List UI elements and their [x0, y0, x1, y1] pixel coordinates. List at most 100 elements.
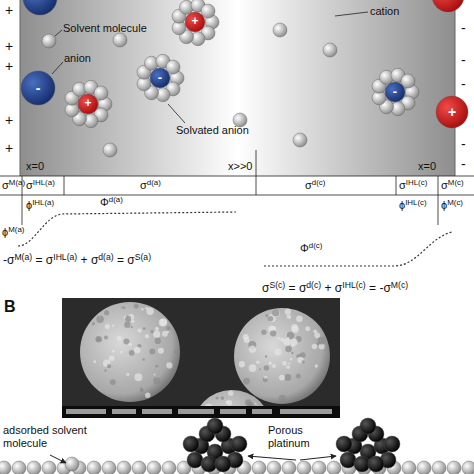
- sphere: [65, 457, 79, 471]
- electrode-charge-sign: -: [461, 52, 466, 68]
- sphere: [42, 34, 56, 48]
- sphere: [162, 461, 176, 474]
- electrode-charge-sign: +: [5, 2, 13, 18]
- charge-balance-equation: σS(c) = σd(c) + σIHL(c) = -σM(c): [262, 282, 408, 296]
- sphere: [207, 418, 223, 434]
- callout-label: adsorbed solvent molecule: [3, 424, 89, 449]
- sphere: [327, 461, 341, 474]
- sphere: [312, 461, 326, 474]
- sphere: [150, 68, 170, 88]
- sphere: [27, 461, 41, 474]
- electrode-charge-sign: +: [5, 112, 13, 128]
- ion-charge-sign: -: [36, 80, 41, 96]
- sphere: [42, 461, 56, 474]
- electrolyte: [20, 0, 455, 176]
- solvated-ion: [65, 80, 112, 127]
- solvated-ion: [137, 54, 184, 101]
- sphere: [23, 0, 57, 15]
- charge-symbol: σd(c): [305, 179, 325, 192]
- sphere: [102, 461, 116, 474]
- electrode-edge: [455, 0, 456, 176]
- electrode-charge-sign: -: [461, 76, 466, 92]
- porous-platinum-schematic: [0, 418, 474, 474]
- potential-symbol: ϕM(a): [2, 226, 24, 239]
- sphere: [21, 71, 55, 105]
- ion-charge-sign: -: [393, 85, 397, 100]
- electrode-charge-sign: +: [5, 38, 13, 54]
- sphere: [231, 436, 247, 452]
- sphere: [354, 456, 370, 472]
- ion-charge-sign: +: [84, 97, 91, 111]
- sphere: [385, 82, 405, 102]
- sphere: [215, 456, 231, 472]
- sphere: [113, 33, 127, 47]
- sphere: [187, 452, 203, 468]
- charge-symbol: σM(c): [441, 179, 464, 192]
- callout-label: Porous platinum: [268, 424, 328, 449]
- sphere: [360, 418, 376, 434]
- electrode-edge: [20, 0, 21, 176]
- potential-symbol: ϕIHL(a): [26, 199, 54, 212]
- sphere: [368, 456, 384, 472]
- callout-label: Solvent molecule: [63, 22, 147, 35]
- electrode-charge-sign: -: [461, 156, 466, 172]
- charge-symbol: σIHL(a): [26, 179, 55, 192]
- potential-curve: [264, 232, 452, 266]
- sphere: [267, 461, 281, 474]
- position-label: x>>0: [228, 160, 252, 173]
- electrode-charge-sign: -: [461, 20, 466, 36]
- sphere: [447, 461, 461, 474]
- sphere: [201, 456, 217, 472]
- sphere: [103, 143, 117, 157]
- potential-symbol: Φd(a): [100, 196, 123, 209]
- sphere: [252, 461, 266, 474]
- sphere: [384, 436, 400, 452]
- sphere: [87, 461, 101, 474]
- leader-lines: [52, 12, 368, 123]
- sphere: [336, 436, 352, 452]
- sphere: [297, 461, 311, 474]
- sphere: [273, 23, 287, 37]
- sphere: [340, 452, 356, 468]
- sphere: [117, 461, 131, 474]
- panel-letter: B: [4, 298, 16, 316]
- sphere: [185, 12, 205, 32]
- sphere: [132, 461, 146, 474]
- potential-symbol: ϕIHL(c): [399, 199, 427, 212]
- sphere: [462, 461, 474, 474]
- potential-symbol: Φd(c): [300, 242, 322, 255]
- sphere: [183, 436, 199, 452]
- electrode-charge-sign: -: [461, 136, 466, 152]
- sphere: [432, 0, 464, 12]
- sem-image: [62, 298, 340, 418]
- ion-charge-sign: +: [448, 104, 456, 120]
- solvated-ion: [372, 68, 419, 115]
- callout-label: cation: [370, 5, 399, 18]
- ion-charge-sign: +: [191, 15, 198, 29]
- charge-symbol: σM(a): [2, 179, 25, 192]
- position-label: x=0: [418, 160, 436, 173]
- charge-symbol: σd(a): [140, 179, 161, 192]
- sphere: [282, 461, 296, 474]
- sphere: [147, 461, 161, 474]
- charge-balance-equation: -σM(a) = σIHL(a) + σd(a) = σS(a): [3, 254, 151, 268]
- position-label: x=0: [26, 160, 44, 173]
- sphere: [323, 43, 337, 57]
- pointer-arrows: [50, 455, 336, 463]
- sphere: [0, 461, 11, 474]
- sphere: [12, 461, 26, 474]
- ion-charge-sign: -: [158, 71, 162, 86]
- charge-symbol: σIHL(c): [399, 179, 427, 192]
- callout-label: anion: [64, 52, 91, 65]
- sphere: [78, 94, 98, 114]
- potential-curve: [18, 212, 236, 246]
- electrode-charge-sign: +: [5, 140, 13, 156]
- electrode-charge-sign: +: [5, 58, 13, 74]
- solvated-ion: [172, 0, 219, 46]
- callout-label: Solvated anion: [176, 124, 249, 137]
- potential-symbol: ϕM(c): [441, 199, 463, 212]
- sphere: [293, 133, 307, 147]
- sphere: [402, 461, 416, 474]
